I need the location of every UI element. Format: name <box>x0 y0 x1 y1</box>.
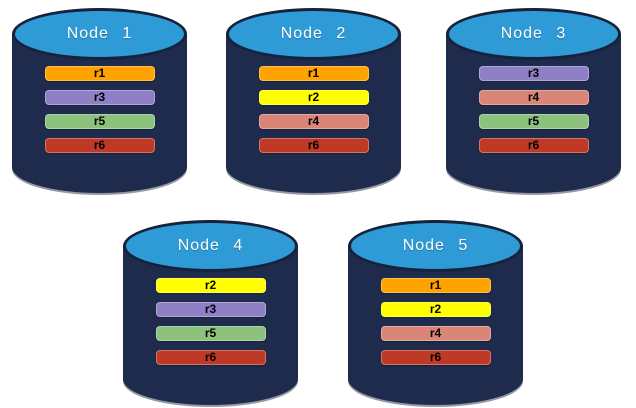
database-icon-top: Node 2 <box>229 11 398 57</box>
replica-bar: r5 <box>155 326 266 341</box>
replica-bar: r4 <box>478 90 589 105</box>
node-title: Node 3 <box>500 25 567 42</box>
replica-bar: r4 <box>258 114 369 129</box>
node-title: Node 2 <box>280 25 347 42</box>
node-title: Node 1 <box>66 25 133 42</box>
replica-bar: r1 <box>380 278 491 293</box>
replica-bar-list: r1 r2 r4 r6 <box>226 66 401 153</box>
node-1-cylinder: Node 1 r1 r3 r5 r6 <box>12 8 187 193</box>
replica-bar: r3 <box>155 302 266 317</box>
replica-bar: r3 <box>44 90 155 105</box>
database-icon-top: Node 3 <box>449 11 618 57</box>
database-icon-top: Node 4 <box>126 223 295 269</box>
database-icon-top: Node 5 <box>351 223 520 269</box>
replica-bar: r2 <box>380 302 491 317</box>
replica-bar: r6 <box>44 138 155 153</box>
node-4-cylinder: Node 4 r2 r3 r5 r6 <box>123 220 298 405</box>
replica-bar: r1 <box>44 66 155 81</box>
replica-bar: r5 <box>478 114 589 129</box>
replica-bar: r6 <box>478 138 589 153</box>
node-5-cylinder: Node 5 r1 r2 r4 r6 <box>348 220 523 405</box>
node-title: Node 5 <box>402 237 469 254</box>
replica-bar-list: r1 r2 r4 r6 <box>348 278 523 365</box>
replica-bar: r1 <box>258 66 369 81</box>
node-3-cylinder: Node 3 r3 r4 r5 r6 <box>446 8 621 193</box>
replica-bar: r3 <box>478 66 589 81</box>
replica-bar: r2 <box>258 90 369 105</box>
replica-bar: r6 <box>380 350 491 365</box>
replica-bar: r6 <box>155 350 266 365</box>
replica-bar: r4 <box>380 326 491 341</box>
replica-bar: r2 <box>155 278 266 293</box>
replica-bar-list: r1 r3 r5 r6 <box>12 66 187 153</box>
replica-bar-list: r3 r4 r5 r6 <box>446 66 621 153</box>
replica-bar: r6 <box>258 138 369 153</box>
node-title: Node 4 <box>177 237 244 254</box>
database-icon-top: Node 1 <box>15 11 184 57</box>
node-2-cylinder: Node 2 r1 r2 r4 r6 <box>226 8 401 193</box>
replica-bar-list: r2 r3 r5 r6 <box>123 278 298 365</box>
replica-bar: r5 <box>44 114 155 129</box>
